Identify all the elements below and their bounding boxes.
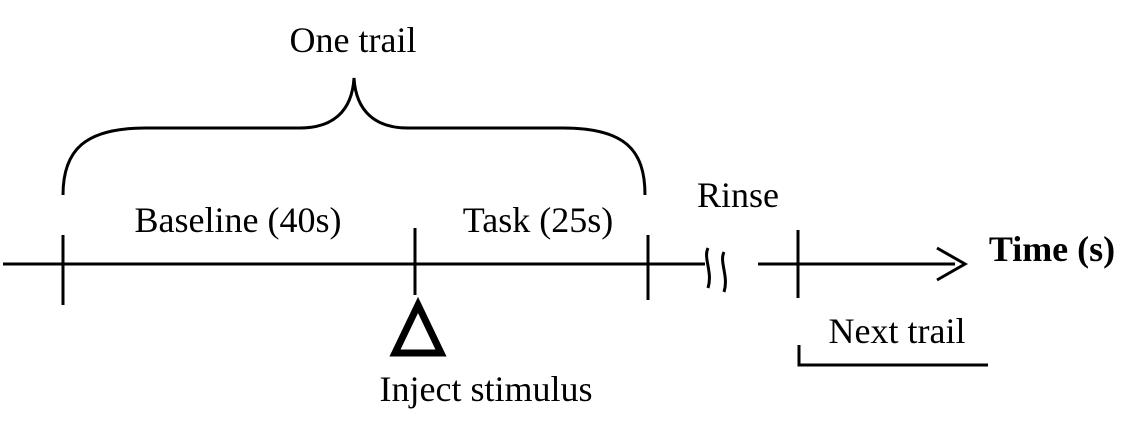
time-axis-label: Time (s) [989,229,1115,269]
one-trail-brace [61,77,647,196]
rinse-label: Rinse [697,175,779,215]
baseline-label: Baseline (40s) [135,200,342,240]
task-label: Task (25s) [463,200,613,240]
inject-stimulus-label: Inject stimulus [380,369,593,409]
triangle-icon [389,296,447,357]
one-trail-label: One trail [290,20,417,60]
next-trail-label: Next trail [829,311,966,351]
arrow-right-icon [936,246,969,282]
axis-break-icon [705,247,727,293]
next-trail-bracket [797,345,988,367]
